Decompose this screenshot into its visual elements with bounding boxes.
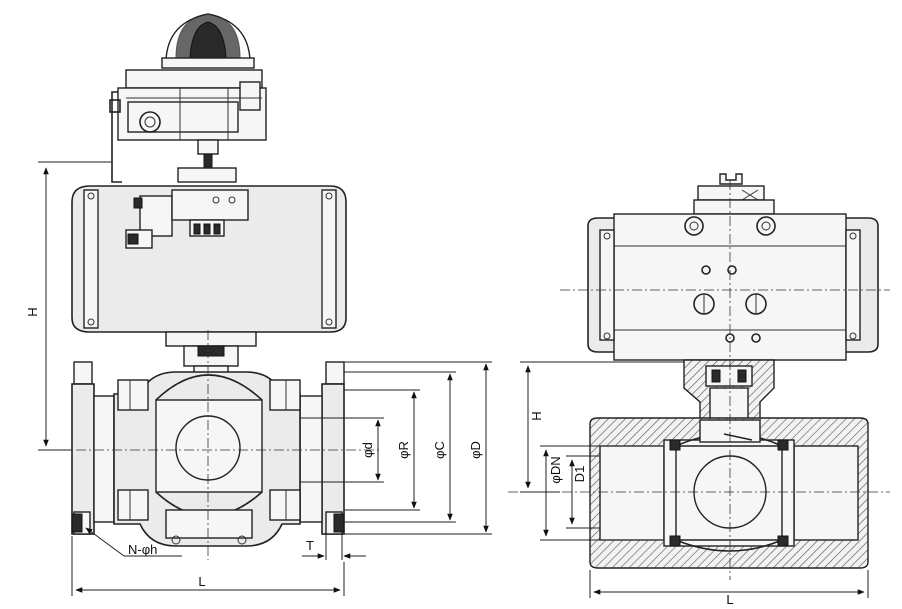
label-d-left: φd (360, 442, 375, 458)
label-dd-left: φD (468, 441, 483, 459)
label-c-left: φC (432, 441, 447, 459)
label-l-left: L (198, 574, 205, 589)
label-dn: φDN (548, 456, 563, 483)
position-indicator-right (693, 173, 775, 215)
dimension-dn-d1: φDN D1 (540, 445, 600, 541)
dimension-l-left: L (71, 536, 345, 596)
label-d1: D1 (572, 466, 587, 483)
limit-switch-box (109, 13, 267, 183)
mounting-bracket-left (165, 331, 257, 399)
right-view: H φDN D1 L (508, 173, 890, 607)
valve-body-left (71, 361, 345, 547)
valve-body-right (589, 417, 869, 569)
dimension-l-right: L (589, 570, 869, 607)
label-h-right: H (529, 411, 544, 420)
label-l-right: L (726, 592, 733, 607)
dimension-h-left: H (25, 161, 112, 451)
leader-nh: N-φh (85, 527, 182, 557)
dimension-t: T (302, 534, 366, 560)
actuator-right (587, 213, 879, 361)
dimension-diameters-left: φd φR φC φD (300, 361, 492, 535)
left-view: H φd φR φC φD N-φh (25, 13, 492, 596)
dimension-h-right: H (520, 361, 684, 493)
label-nh: N-φh (128, 542, 157, 557)
label-r-left: φR (396, 441, 411, 459)
actuator-left (71, 185, 347, 333)
label-t: T (306, 538, 314, 553)
label-h-left: H (25, 307, 40, 316)
